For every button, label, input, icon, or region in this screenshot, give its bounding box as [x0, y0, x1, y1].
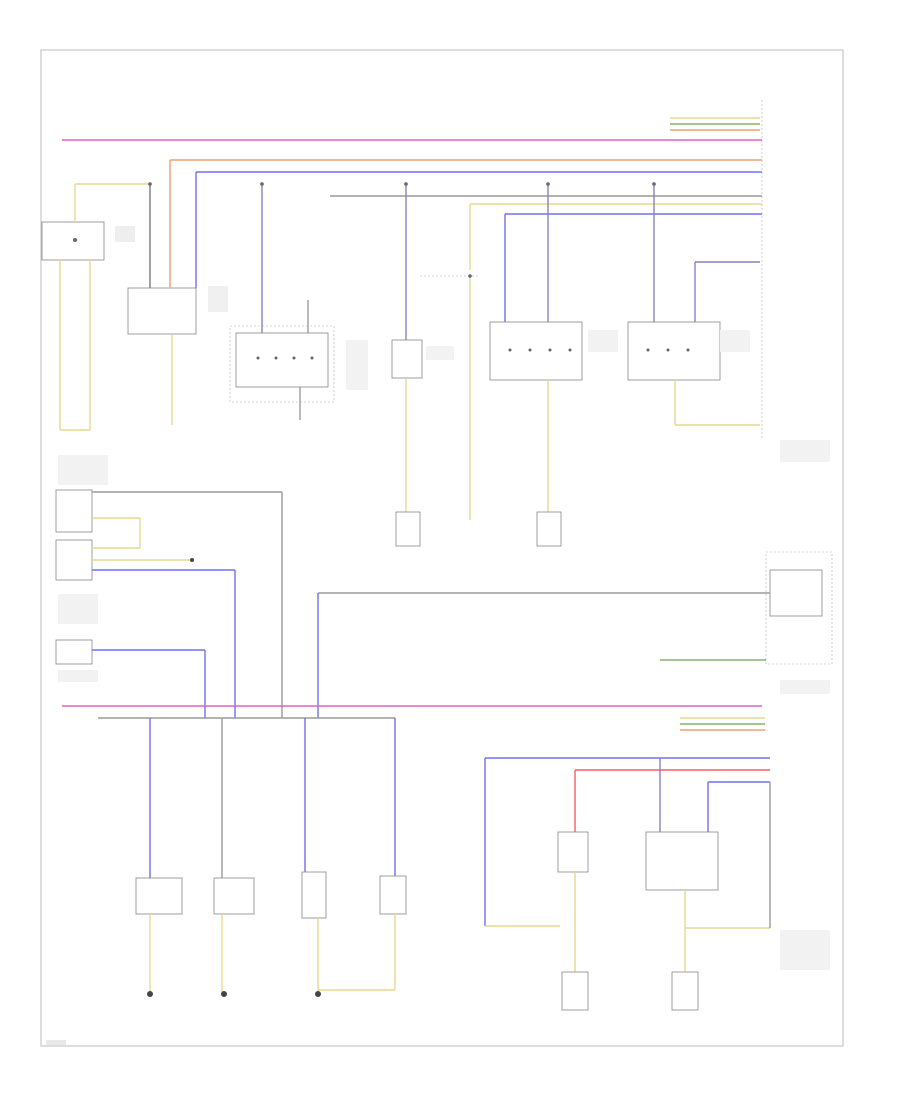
- top-module-7: [627, 182, 760, 426]
- lower-right-modules: [484, 757, 771, 1011]
- top-sensor-module-4: [391, 182, 423, 547]
- top-left-switch: [41, 184, 105, 431]
- top-switch-module-2: [127, 160, 197, 425]
- fine-print-labels: [46, 226, 830, 1045]
- top-relay-module-3: [229, 182, 335, 420]
- right-middle-switch: [317, 551, 833, 718]
- lower-left-switches: [135, 718, 407, 997]
- top-switch-module-5: [420, 204, 480, 520]
- diagram-frame: [40, 49, 844, 1047]
- top-bus-wires: [62, 100, 763, 440]
- top-module-6: [489, 182, 583, 547]
- middle-bus-wires: [62, 705, 765, 731]
- left-middle-switch-cluster: [55, 489, 283, 718]
